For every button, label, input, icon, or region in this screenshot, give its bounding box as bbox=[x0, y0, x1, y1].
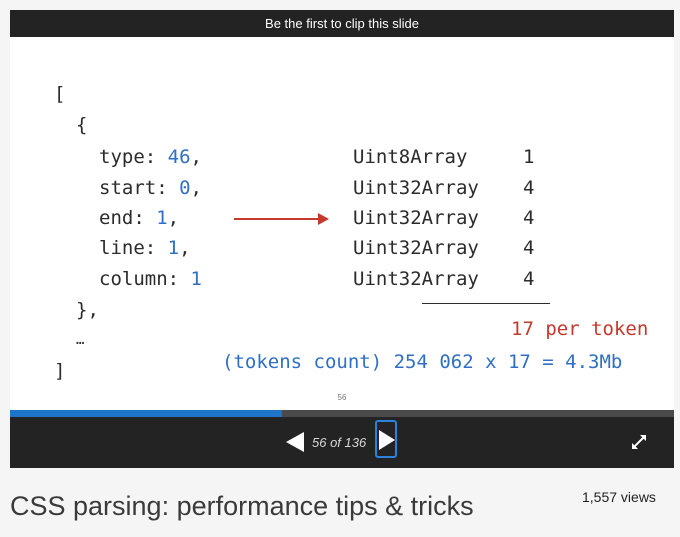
field-value: 0 bbox=[179, 177, 191, 199]
brace-open: { bbox=[76, 114, 88, 136]
progress-bar[interactable] bbox=[10, 410, 674, 417]
field-suffix: , bbox=[190, 146, 202, 168]
fullscreen-button[interactable] bbox=[631, 434, 647, 450]
field-suffix: , bbox=[167, 207, 180, 229]
field-key: end: bbox=[99, 207, 145, 229]
field-key: type: bbox=[99, 146, 157, 168]
clip-slide-text[interactable]: Be the first to clip this slide bbox=[265, 16, 419, 31]
field-value: 1 bbox=[156, 207, 168, 229]
field-key: line: bbox=[99, 237, 157, 259]
slide-player: Be the first to clip this slide [ { type… bbox=[10, 10, 674, 468]
type-name: Uint8Array bbox=[353, 146, 468, 168]
triangle-right-icon bbox=[379, 430, 395, 450]
field-type: type: 46, bbox=[99, 146, 202, 168]
field-key: start: bbox=[99, 177, 168, 199]
field-end: end: 1, bbox=[99, 207, 179, 229]
field-value: 1 bbox=[190, 268, 202, 290]
ellipsis: … bbox=[76, 332, 85, 348]
type-size: 4 bbox=[523, 177, 535, 199]
type-name: Uint32Array bbox=[353, 268, 479, 290]
type-name: Uint32Array bbox=[353, 177, 479, 199]
bracket-close: ] bbox=[54, 360, 66, 382]
slide-content: [ { type: 46, start: 0, end: 1, line: 1,… bbox=[10, 37, 674, 413]
next-slide-button[interactable] bbox=[375, 420, 397, 458]
field-value: 46 bbox=[167, 146, 191, 168]
presentation-title[interactable]: CSS parsing: performance tips & tricks bbox=[10, 491, 474, 521]
type-name: Uint32Array bbox=[353, 207, 479, 229]
field-column: column: 1 bbox=[99, 268, 202, 290]
field-start: start: 0, bbox=[99, 177, 202, 199]
previous-slide-button[interactable] bbox=[285, 431, 305, 453]
field-value: 1 bbox=[167, 237, 180, 259]
clip-slide-bar[interactable]: Be the first to clip this slide bbox=[10, 10, 674, 37]
page-counter: 56 of 136 bbox=[312, 435, 367, 450]
type-size: 4 bbox=[523, 207, 535, 229]
bracket-open: [ bbox=[54, 83, 66, 105]
progress-fill bbox=[10, 410, 283, 417]
type-size: 1 bbox=[523, 146, 535, 168]
player-controls: 56 of 136 bbox=[10, 417, 674, 468]
type-name: Uint32Array bbox=[353, 237, 479, 259]
type-size: 4 bbox=[523, 268, 535, 290]
view-count: 1,557 views bbox=[582, 489, 656, 505]
field-key: column: bbox=[99, 268, 180, 290]
arrow-right-icon bbox=[234, 213, 329, 225]
sum-divider bbox=[422, 303, 550, 304]
formula-label: (tokens count) 254 062 x 17 = 4.3Mb bbox=[222, 351, 623, 373]
slide-number: 56 bbox=[337, 393, 347, 402]
expand-arrows-icon bbox=[632, 435, 646, 449]
field-suffix: , bbox=[179, 237, 191, 259]
triangle-left-icon bbox=[286, 432, 304, 452]
field-suffix: , bbox=[190, 177, 202, 199]
per-token-label: 17 per token bbox=[511, 318, 649, 340]
field-line: line: 1, bbox=[99, 237, 191, 259]
type-size: 4 bbox=[523, 237, 535, 259]
brace-close: }, bbox=[76, 299, 99, 321]
